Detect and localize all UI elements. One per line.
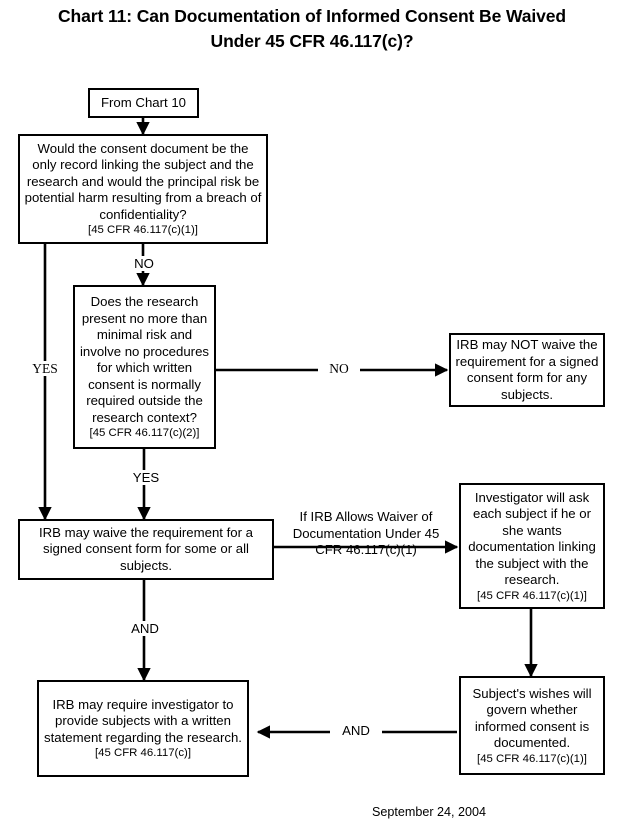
node-irb-may-waive[interactable]: IRB may waive the requirement for a sign… <box>18 519 274 580</box>
node-investigator-asks-subject-text: Investigator will ask each subject if he… <box>468 489 596 588</box>
edge-label-q1-no: NO <box>123 256 165 271</box>
edge-label-q2-no: NO <box>318 361 360 376</box>
node-from-chart-10-text: From Chart 10 <box>100 94 186 110</box>
node-irb-written-statement[interactable]: IRB may require investigator to provide … <box>37 680 249 777</box>
node-question-2[interactable]: Does the research present no more than m… <box>73 285 216 449</box>
page-title-line-2: Under 45 CFR 46.117(c)? <box>210 31 414 51</box>
node-irb-written-statement-citation: [45 CFR 46.117(c)] <box>94 747 191 760</box>
node-question-1[interactable]: Would the consent document be the only r… <box>18 134 268 244</box>
node-from-chart-10[interactable]: From Chart 10 <box>88 88 199 118</box>
page-title-line-1: Chart 11: Can Documentation of Informed … <box>57 6 566 26</box>
node-investigator-asks-subject-citation: [45 CFR 46.117(c)(1)] <box>477 589 587 602</box>
node-question-2-citation: [45 CFR 46.117(c)(2)] <box>89 427 200 439</box>
node-question-2-text: Does the research present no more than m… <box>79 294 210 425</box>
footer-date: September 24, 2004 <box>371 805 487 819</box>
node-irb-may-not-waive-text: IRB may NOT waive the requirement for a … <box>455 337 599 402</box>
node-irb-may-not-waive[interactable]: IRB may NOT waive the requirement for a … <box>449 333 605 407</box>
node-subject-wishes-govern[interactable]: Subject's wishes will govern whether inf… <box>459 676 605 775</box>
edge-label-maywaive-and: AND <box>120 621 170 636</box>
edge-note-if-irb-allows-waiver: If IRB Allows Waiver of Documentation Un… <box>292 509 440 557</box>
node-irb-may-waive-text: IRB may waive the requirement for a sign… <box>38 524 254 573</box>
edge-label-q1-yes: YES <box>21 361 69 376</box>
node-subject-wishes-govern-text: Subject's wishes will govern whether inf… <box>472 685 592 751</box>
edge-label-bottom-and: AND <box>330 723 382 738</box>
edge-label-q2-yes: YES <box>123 470 169 485</box>
node-investigator-asks-subject[interactable]: Investigator will ask each subject if he… <box>459 483 605 609</box>
node-irb-written-statement-text: IRB may require investigator to provide … <box>44 696 242 745</box>
node-question-1-text: Would the consent document be the only r… <box>24 140 262 222</box>
node-subject-wishes-govern-citation: [45 CFR 46.117(c)(1)] <box>477 752 587 765</box>
node-question-1-citation: [45 CFR 46.117(c)(1)] <box>88 224 198 237</box>
